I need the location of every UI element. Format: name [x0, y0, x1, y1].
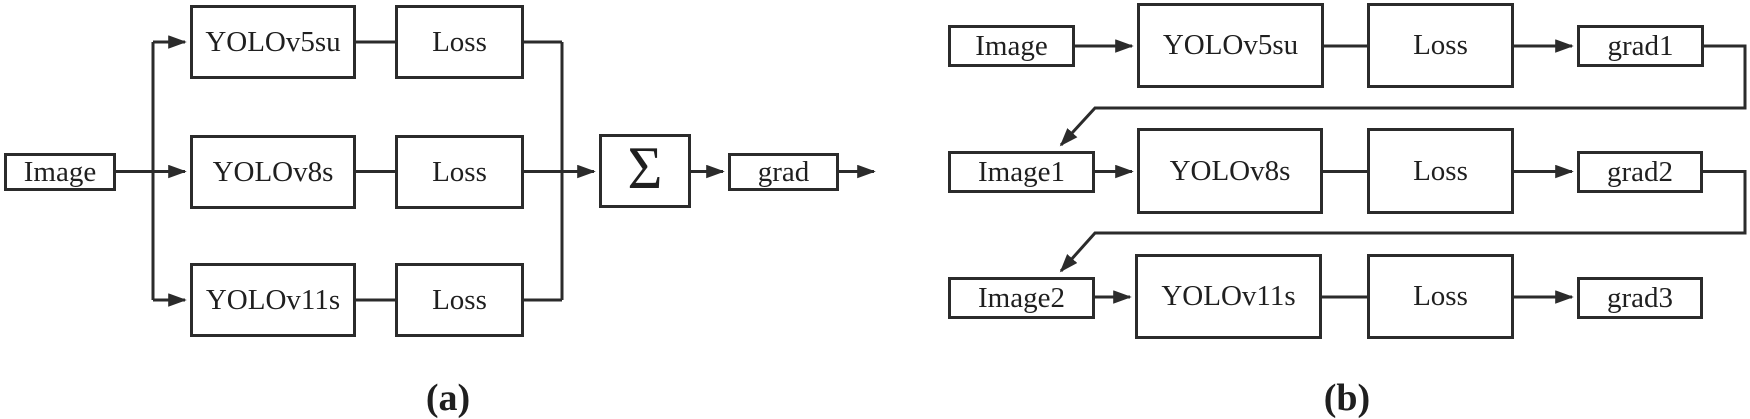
- panel-b-grad-box-2: grad2: [1577, 151, 1703, 193]
- panel-b-grad-box-1: grad1: [1577, 25, 1704, 67]
- b-grad1-feedback-arrow: [1059, 44, 1747, 147]
- panel-a-grad-box: grad: [728, 153, 839, 191]
- panel-a-loss-box-2: Loss: [395, 135, 524, 209]
- panel-a-caption: (a): [425, 377, 471, 419]
- panel-a-model-box-yolov8s: YOLOv8s: [190, 135, 356, 209]
- panel-b-model-box-yolov11s: YOLOv11s: [1135, 254, 1322, 339]
- panel-b-connectors: [1059, 39, 1747, 304]
- panel-b-loss-box-2: Loss: [1367, 128, 1514, 214]
- panel-a-model-box-yolov11s: YOLOv11s: [190, 263, 356, 337]
- panel-b-grad-box-3: grad3: [1577, 277, 1703, 319]
- panel-b-input-box-1: Image: [948, 25, 1075, 67]
- panel-b-model-box-yolov8s: YOLOv8s: [1137, 128, 1323, 214]
- panel-a-loss-box-1: Loss: [395, 5, 524, 79]
- panel-a-connectors: [116, 35, 876, 307]
- panel-a-loss-box-3: Loss: [395, 263, 524, 337]
- panel-a-input-box: Image: [4, 153, 116, 191]
- panel-b-loss-box-1: Loss: [1367, 3, 1514, 88]
- panel-a-model-box-yolov5su: YOLOv5su: [190, 5, 356, 79]
- panel-b-model-box-yolov5su: YOLOv5su: [1137, 3, 1324, 88]
- panel-b-input-box-2: Image1: [948, 151, 1095, 193]
- b-grad2-feedback-arrow: [1059, 170, 1747, 273]
- panel-b-input-box-3: Image2: [948, 277, 1095, 319]
- panel-b-loss-box-3: Loss: [1367, 254, 1514, 339]
- panel-a-sum-box: Σ: [599, 134, 691, 208]
- panel-b-caption: (b): [1323, 377, 1371, 419]
